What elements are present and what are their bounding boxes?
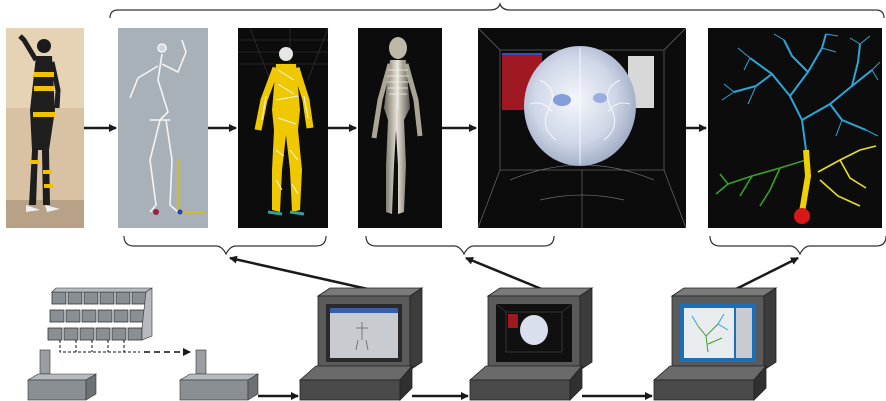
mocap-photo (6, 28, 84, 228)
lower-braces (124, 236, 886, 254)
workstation-1 (300, 288, 422, 400)
top-brace (110, 4, 884, 18)
simulation-window (330, 308, 398, 358)
workstation-to-panel-arrows (230, 258, 798, 292)
right-server (180, 350, 258, 400)
brain-view (478, 28, 686, 228)
computer-cluster (48, 288, 152, 352)
neuron-tree (708, 28, 882, 228)
skeleton-body (358, 28, 442, 228)
skeleton-model (118, 28, 208, 228)
workstation-2 (470, 288, 592, 400)
workstation-3 (654, 288, 776, 400)
left-server (28, 350, 96, 400)
muscle-body (238, 28, 328, 228)
